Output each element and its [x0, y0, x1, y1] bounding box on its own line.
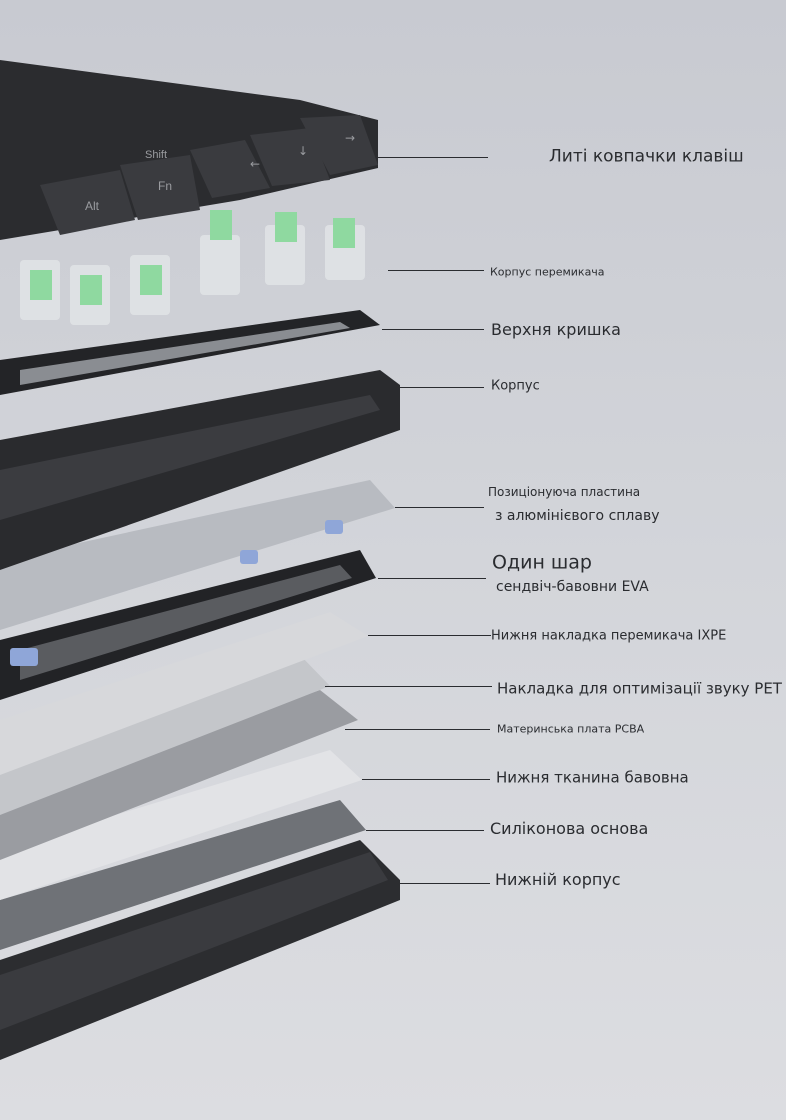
silicone-base-layer: [0, 800, 366, 950]
keycap-legend: →: [345, 131, 355, 145]
leader-line: [400, 883, 490, 884]
keycap-legend: Shift: [145, 149, 167, 161]
leader-line: [382, 329, 484, 330]
keycap-legend: ↓: [298, 144, 308, 158]
cotton-layer: [0, 750, 362, 900]
label-eva-line1: Один шар: [492, 551, 592, 574]
label-ixpe: Нижня накладка перемикача IXPE: [491, 628, 727, 644]
label-bottom-case: Нижній корпус: [495, 870, 621, 889]
label-pcba: Материнська плата PCBA: [497, 722, 645, 736]
leader-line: [368, 635, 491, 636]
keycaps-layer: Alt Fn Shift ← ↓ →: [0, 60, 378, 240]
label-cotton: Нижня тканина бавовна: [496, 768, 689, 787]
keycap-legend: ←: [250, 157, 260, 171]
label-keycaps: Литі ковпачки клавіш: [549, 146, 744, 167]
keycap-legend: Alt: [85, 199, 100, 213]
switches-layer: [20, 210, 365, 325]
label-switch-housing: Корпус перемикача: [490, 265, 605, 279]
foam-tab: [325, 520, 343, 534]
aluminium-plate-layer: [0, 480, 395, 630]
foam-tab: [10, 648, 38, 666]
leader-line: [388, 270, 484, 271]
ixpe-layer: [0, 612, 368, 775]
pet-layer: [0, 655, 330, 815]
label-case: Корпус: [491, 378, 540, 394]
leader-line: [378, 578, 486, 579]
leader-line: [366, 830, 484, 831]
label-plate-line1: Позиціонуюча пластина: [488, 485, 641, 499]
label-silicone: Силіконова основа: [490, 819, 649, 838]
keycap-legend: Fn: [158, 179, 172, 193]
label-pet: Накладка для оптимізації звуку PET: [497, 679, 782, 698]
leader-line: [400, 387, 484, 388]
label-plate-line2: з алюмінієвого сплаву: [495, 508, 660, 524]
pcba-layer: [0, 690, 358, 860]
leader-line: [378, 157, 488, 158]
label-eva-line2: сендвіч-бавовни EVA: [496, 579, 649, 595]
leader-line: [362, 779, 490, 780]
leader-line: [345, 729, 490, 730]
label-top-cover: Верхня кришка: [491, 320, 621, 339]
leader-line: [325, 686, 492, 687]
foam-tab: [240, 550, 258, 564]
leader-line: [395, 507, 484, 508]
